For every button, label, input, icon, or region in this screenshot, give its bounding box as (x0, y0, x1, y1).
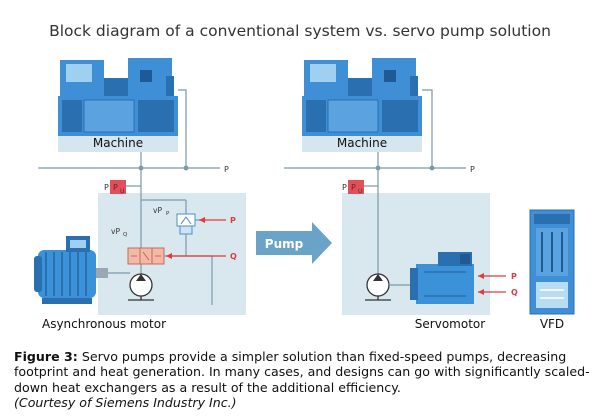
right-signal-q-label: Q (511, 288, 518, 297)
servomotor-label: Servomotor (415, 317, 485, 331)
right-bus-label: P (470, 165, 475, 174)
right-machine-illustration (302, 58, 433, 152)
left-motor-label: Asynchronous motor (42, 317, 166, 331)
block-diagram: Block diagram of a conventional system v… (34, 22, 575, 331)
left-valve-p-label: vP (153, 206, 162, 215)
left-signal-q-label: Q (230, 252, 237, 261)
servomotor-icon (410, 252, 474, 304)
left-machine-illustration (58, 58, 187, 152)
asynchronous-motor-icon (34, 236, 130, 304)
right-machine-label: Machine (337, 136, 387, 150)
figure-caption: Figure 3: Servo pumps provide a simpler … (14, 349, 592, 411)
left-sensor-pu-sub: U (120, 188, 124, 195)
servo-pump-system: Machine P P P U P (284, 58, 575, 331)
caption-courtesy: (Courtesy of Siemens Industry Inc.) (14, 395, 237, 411)
vfd-label: VFD (540, 317, 564, 331)
left-valve-q-label: vP (111, 227, 120, 236)
flow-valve-icon (127, 247, 165, 265)
right-pressure-sensor (348, 180, 364, 194)
caption-text: Servo pumps provide a simpler solution t… (14, 349, 590, 395)
pump-arrow-label: Pump (265, 237, 304, 251)
left-sensor-p-label: P (104, 183, 109, 192)
left-valve-q-sub: Q (123, 232, 128, 238)
left-signal-p-label: P (230, 216, 236, 225)
pressure-valve-icon (176, 213, 204, 244)
conventional-system: Machine P P P U vP P P vP Q (34, 58, 246, 331)
left-pressure-sensor (110, 180, 126, 194)
right-sensor-pu: P (351, 183, 356, 192)
pump-transition-arrow: Pump (256, 222, 332, 264)
right-sensor-p-label: P (342, 183, 347, 192)
left-bus-label: P (224, 165, 229, 174)
left-valve-p-sub: P (166, 211, 170, 217)
left-pump-icon (128, 273, 154, 301)
diagram-title: Block diagram of a conventional system v… (49, 22, 551, 40)
left-sensor-pu: P (113, 183, 118, 192)
left-machine-label: Machine (93, 136, 143, 150)
right-sensor-pu-sub: U (358, 188, 362, 195)
figure-number: Figure 3: (14, 349, 78, 364)
vfd-cabinet-icon (529, 209, 575, 315)
right-signal-p-label: P (511, 272, 517, 281)
